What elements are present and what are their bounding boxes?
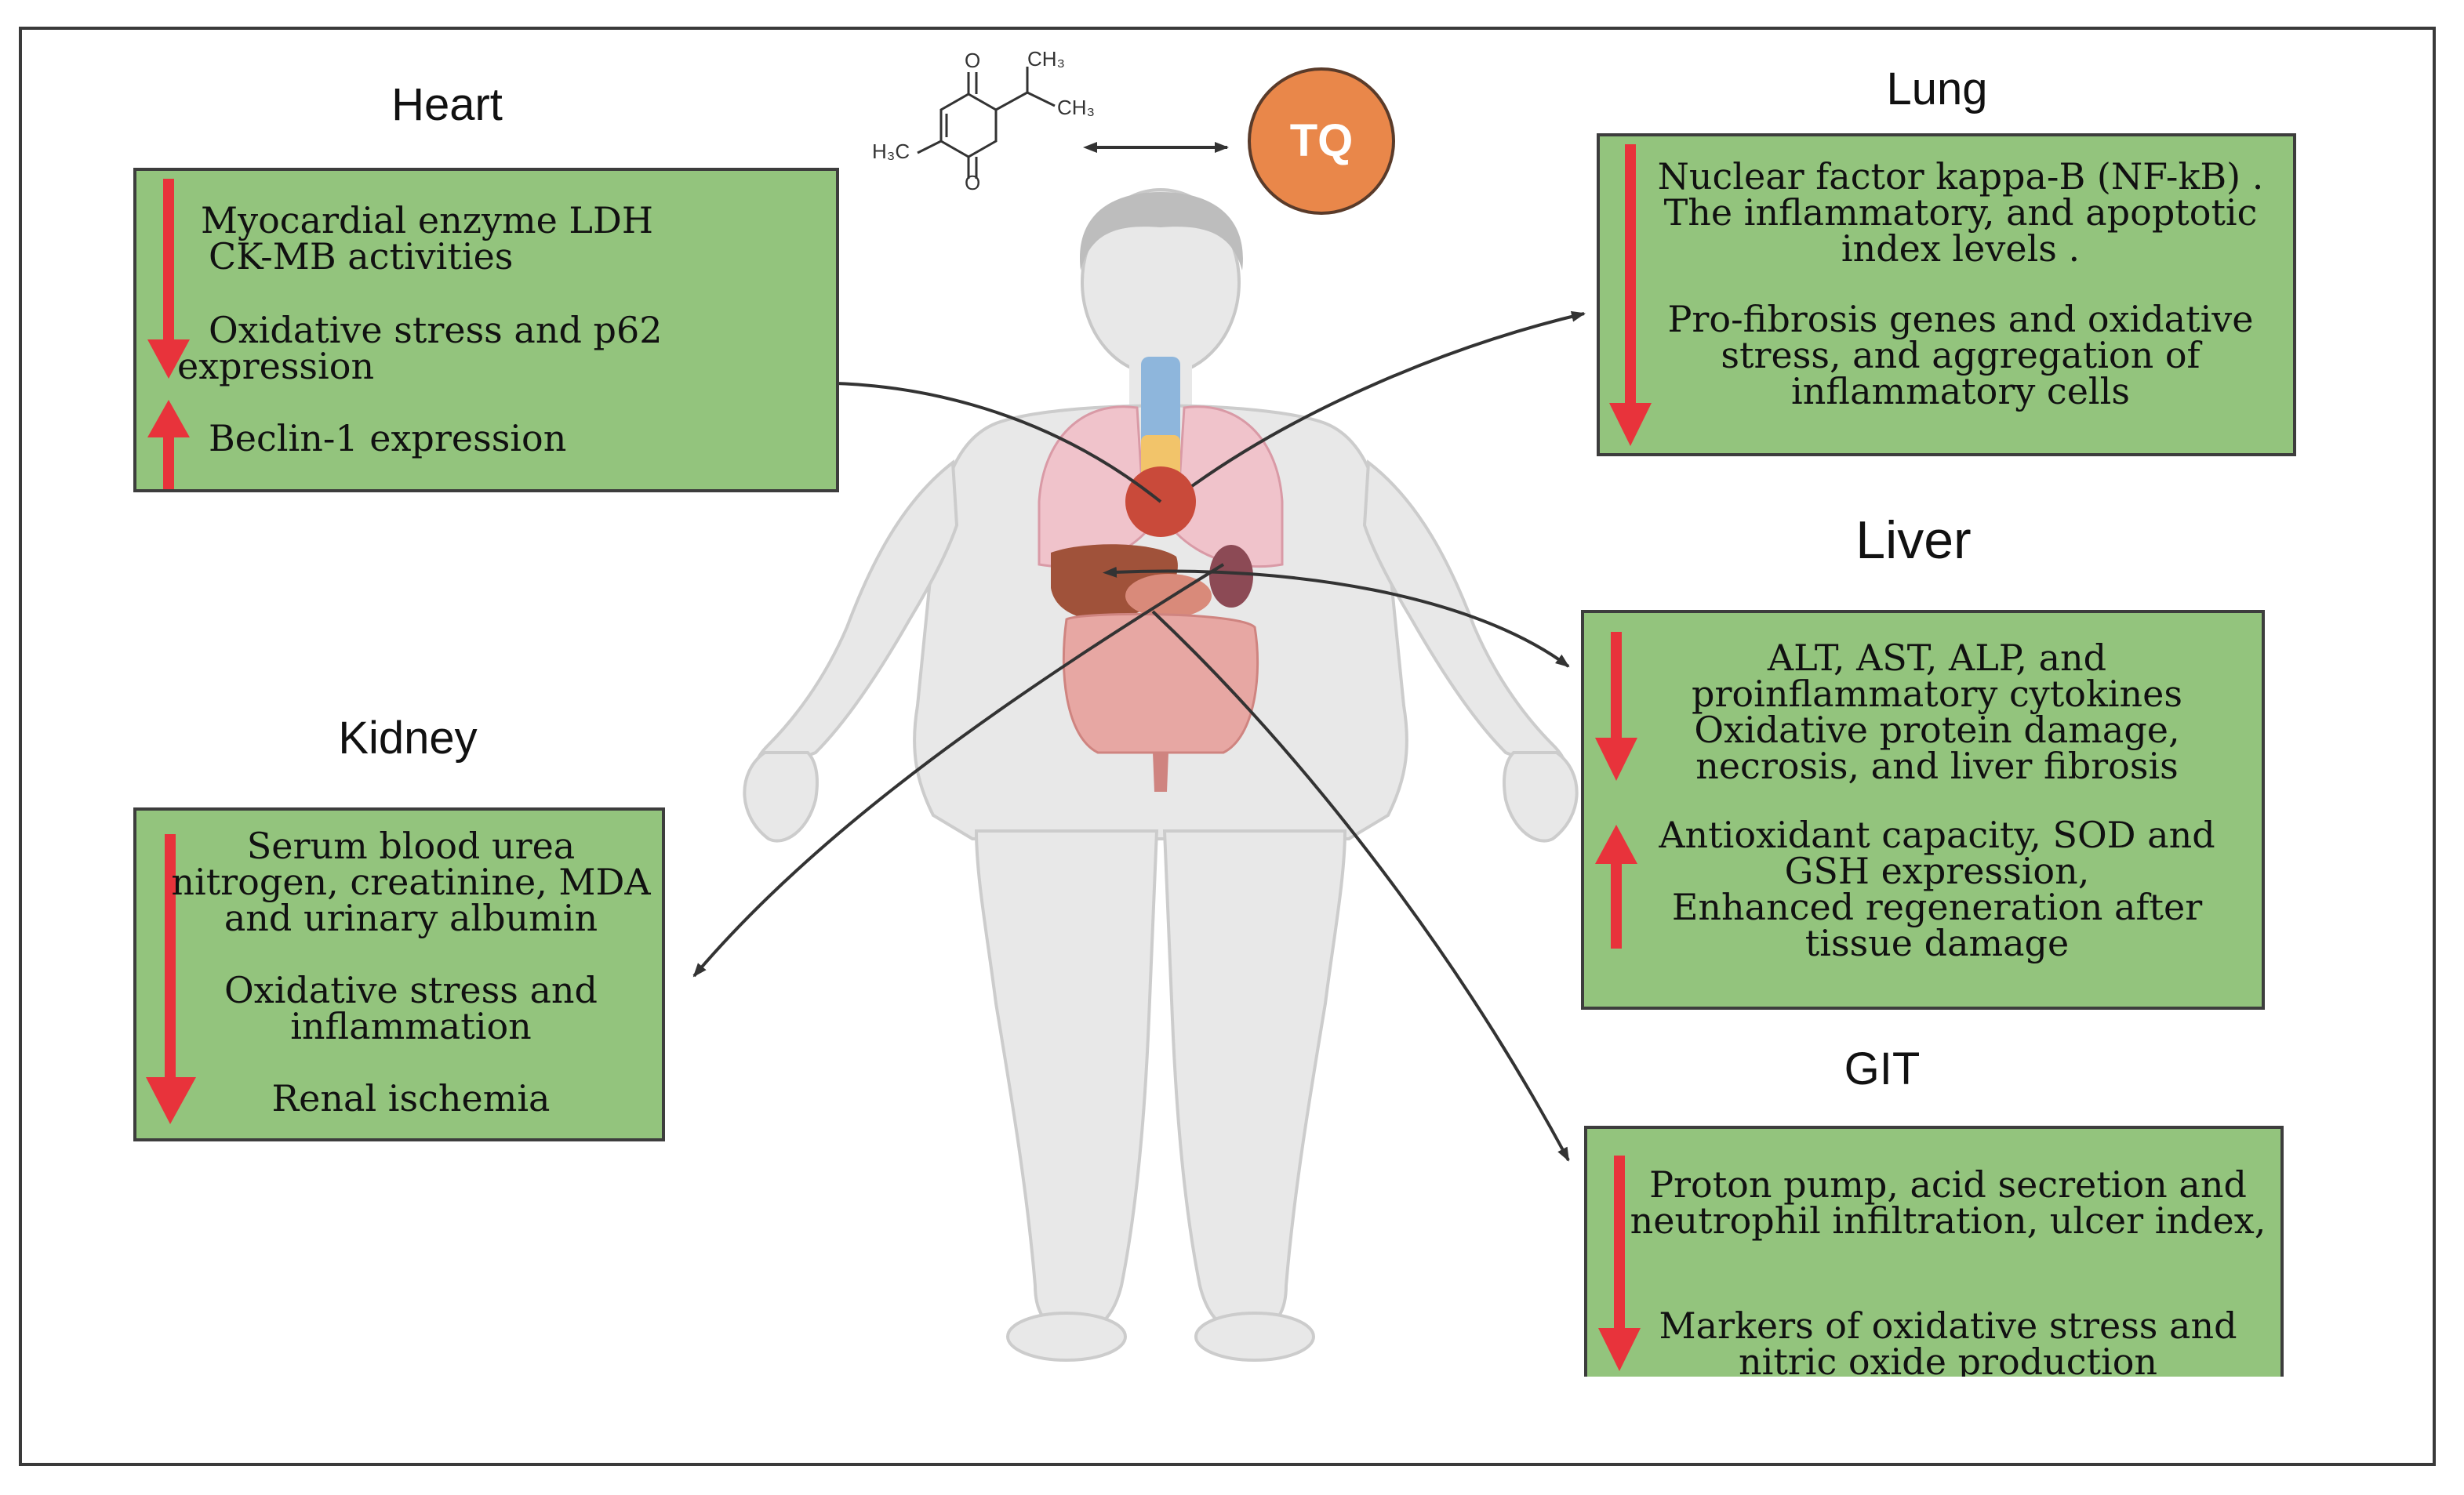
chem-methyl-right: CH₃	[1057, 96, 1096, 119]
arrow-to-lung	[1190, 310, 1586, 488]
heart-increase-arrow	[147, 400, 190, 489]
lung-line: Nuclear factor kappa-B (NF-kB) .	[1657, 155, 2264, 198]
lung-decrease-arrow	[1609, 144, 1652, 446]
right-lung	[1175, 405, 1284, 568]
liver-increase-arrow	[1595, 825, 1637, 949]
chem-methyl-left: H₃C	[872, 140, 910, 163]
kidney-box: Serum blood urea nitrogen, creatinine, M…	[133, 807, 665, 1141]
tq-label: TQ	[1289, 115, 1354, 166]
liver-line: Antioxidant capacity, SOD and	[1659, 814, 2215, 856]
intestines-organ	[1062, 612, 1259, 754]
heart-decrease-arrow	[147, 179, 190, 379]
git-line: nitric oxide production	[1738, 1341, 2158, 1377]
lung-title: Lung	[1886, 64, 1988, 114]
kidney-line: Oxidative stress and	[224, 969, 598, 1011]
spleen-organ	[1209, 545, 1253, 608]
git-title: GIT	[1844, 1043, 1921, 1094]
liver-line: Enhanced regeneration after	[1671, 886, 2203, 928]
liver-line: proinflammatory cytokines	[1692, 673, 2182, 715]
kidney-line: and urinary albumin	[224, 897, 598, 939]
chem-oxygen-bottom: O	[965, 171, 981, 194]
thymoquinone-structure	[917, 67, 1056, 179]
lung-line: inflammatory cells	[1791, 370, 2130, 412]
kidney-title: Kidney	[338, 713, 478, 764]
heart-line: Myocardial enzyme LDH	[201, 199, 653, 241]
liver-title: Liver	[1855, 510, 1972, 570]
arrow-to-git	[1151, 610, 1570, 1162]
heart-line: Beclin-1 expression	[209, 417, 567, 459]
kidney-line: nitrogen, creatinine, MDA	[171, 861, 651, 903]
tq-circle	[1248, 67, 1395, 215]
git-line: Proton pump, acid secretion and	[1649, 1163, 2247, 1206]
lung-line: Pro-fibrosis genes and oxidative	[1667, 298, 2254, 340]
kidney-decrease-arrow	[146, 834, 196, 1124]
chem-methyl-top: CH₃	[1027, 47, 1066, 71]
git-box: Proton pump, acid secretion and neutroph…	[1584, 1126, 2284, 1377]
kidney-line: inflammation	[290, 1005, 532, 1047]
lung-box: Nuclear factor kappa-B (NF-kB) . The inf…	[1597, 133, 2296, 456]
liver-line: tissue damage	[1804, 922, 2070, 964]
connector-arrows	[692, 310, 1586, 1162]
kidney-line: Renal ischemia	[271, 1077, 551, 1119]
git-line: Markers of oxidative stress and	[1659, 1304, 2237, 1347]
arrow-to-liver	[1103, 566, 1570, 668]
heart-title: Heart	[391, 79, 503, 130]
arrow-to-kidney	[692, 563, 1225, 978]
liver-line: necrosis, and liver fibrosis	[1695, 745, 2179, 787]
trachea	[1141, 357, 1180, 451]
heart-line: Oxidative stress and p62	[209, 309, 663, 351]
git-decrease-arrow	[1598, 1156, 1641, 1371]
lung-line: stress, and aggregation of	[1721, 334, 2201, 376]
lung-line: The inflammatory, and apoptotic	[1663, 191, 2258, 234]
kidney-line: Serum blood urea	[246, 825, 576, 867]
liver-box: ALT, AST, ALP, and proinflammatory cytok…	[1581, 610, 2265, 1010]
heart-line: expression	[177, 345, 375, 387]
git-line: neutrophil infiltration, ulcer index,	[1630, 1199, 2266, 1242]
chem-oxygen-top: O	[965, 49, 981, 72]
heart-box: Myocardial enzyme LDH CK-MB activities O…	[133, 168, 839, 492]
lung-line: index levels .	[1841, 227, 2081, 270]
liver-line: Oxidative protein damage,	[1694, 709, 2180, 751]
liver-decrease-arrow	[1595, 632, 1637, 781]
liver-line: ALT, AST, ALP, and	[1767, 637, 2107, 679]
liver-line: GSH expression,	[1784, 850, 2090, 892]
heart-line: CK-MB activities	[209, 235, 514, 278]
